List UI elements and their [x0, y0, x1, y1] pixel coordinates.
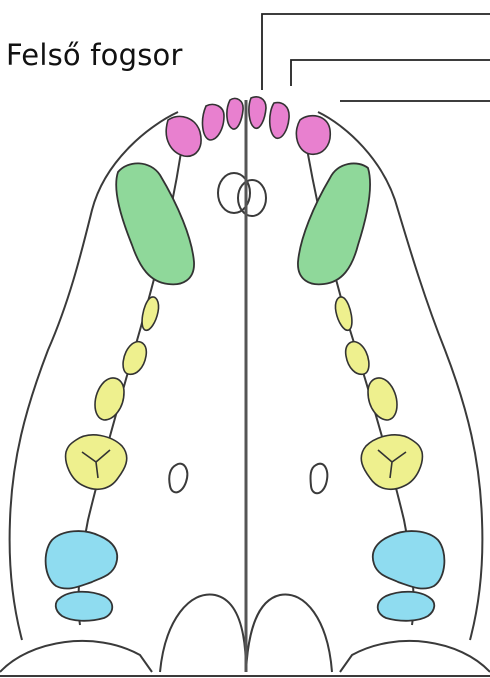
canine-left [116, 163, 194, 284]
molar-left-1 [46, 531, 118, 588]
premolar-right-2 [346, 342, 369, 375]
premolar-right-3 [368, 378, 397, 420]
molar-right-2 [378, 592, 435, 621]
incisor-right-3 [296, 116, 330, 155]
palatal-opening-right [311, 464, 328, 494]
molar-left-2 [56, 592, 113, 621]
canine-right [298, 163, 370, 284]
incisor-left-2 [203, 104, 224, 140]
incisors [166, 97, 330, 156]
bottom-arc-right-outer [340, 641, 490, 672]
leader-line-1 [262, 14, 490, 90]
premolar-left-3 [95, 378, 124, 420]
palatal-opening-left [169, 464, 187, 493]
premolar-right-1 [335, 297, 351, 330]
canines [116, 163, 370, 284]
leader-line-2 [291, 60, 490, 86]
bottom-arc-left-inner [160, 594, 246, 672]
incisor-left-3 [166, 116, 201, 156]
incisor-right-2 [270, 103, 289, 139]
bottom-arc-right-inner [246, 594, 332, 672]
premolar-left-2 [123, 342, 146, 375]
premolars [66, 297, 423, 489]
incisor-right-1 [249, 97, 266, 128]
molar-right-1 [373, 531, 445, 588]
bottom-arc-left-outer [0, 641, 152, 672]
incisor-left-1 [227, 98, 243, 129]
premolar-left-1 [142, 297, 158, 330]
leader-lines [262, 14, 490, 101]
carnassial-cusps [82, 450, 406, 478]
incisive-papilla-inner [238, 180, 266, 216]
